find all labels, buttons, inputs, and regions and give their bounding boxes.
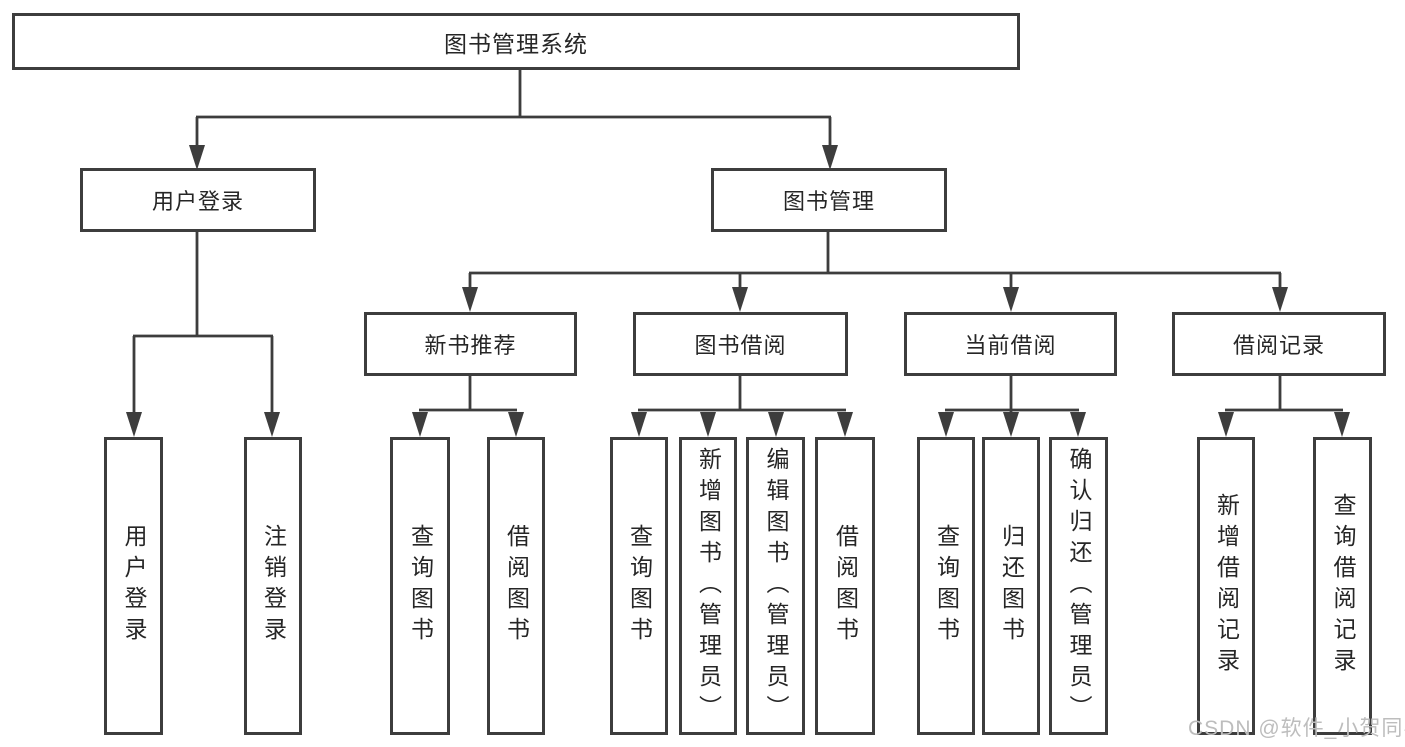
- leaf-logout: 注销登录: [244, 437, 302, 735]
- node-label: 图书管理: [782, 189, 875, 214]
- csdn-watermark: CSDN @软件_小贺同学: [1188, 717, 1405, 740]
- node-label: 新书推荐: [424, 333, 517, 358]
- leaf-label: 借阅图书: [503, 524, 530, 648]
- leaf-label: 查询图书: [626, 524, 653, 648]
- leaf-label: 归还图书: [998, 524, 1025, 648]
- leaf-query-books-borrowing: 查询图书: [610, 437, 668, 735]
- leaf-label: 注销登录: [260, 524, 287, 648]
- node-library-management-system: 图书管理系统: [12, 13, 1020, 70]
- leaf-label: 查询图书: [933, 524, 960, 648]
- leaf-label: 新增图书（管理员）: [695, 446, 722, 726]
- leaf-add-borrow-record: 新增借阅记录: [1197, 437, 1255, 735]
- node-book-borrowing: 图书借阅: [633, 312, 848, 376]
- node-label: 图书借阅: [694, 333, 787, 358]
- leaf-label: 用户登录: [121, 524, 147, 648]
- leaf-return-book: 归还图书: [982, 437, 1040, 735]
- leaf-confirm-return-admin: 确认归还（管理员）: [1049, 437, 1108, 735]
- node-label: 用户登录: [151, 189, 244, 214]
- node-borrowing-records: 借阅记录: [1172, 312, 1386, 376]
- leaf-query-books-recommend: 查询图书: [390, 437, 450, 735]
- node-label: 当前借阅: [964, 333, 1057, 358]
- node-label: 图书管理系统: [444, 30, 588, 57]
- node-label: 借阅记录: [1232, 333, 1325, 358]
- leaf-label: 确认归还（管理员）: [1066, 446, 1092, 726]
- node-book-management: 图书管理: [711, 168, 947, 232]
- leaf-borrow-books-recommend: 借阅图书: [487, 437, 545, 735]
- leaf-user-login: 用户登录: [104, 437, 163, 735]
- node-current-borrowing: 当前借阅: [904, 312, 1117, 376]
- node-user-login: 用户登录: [80, 168, 316, 232]
- leaf-label: 查询借阅记录: [1330, 493, 1356, 679]
- leaf-add-book-admin: 新增图书（管理员）: [679, 437, 737, 735]
- leaf-borrow-books-borrowing: 借阅图书: [815, 437, 875, 735]
- leaf-label: 借阅图书: [832, 524, 859, 648]
- leaf-label: 编辑图书（管理员）: [763, 446, 789, 726]
- leaf-query-borrow-record: 查询借阅记录: [1313, 437, 1372, 735]
- leaf-label: 查询图书: [407, 524, 434, 648]
- leaf-query-books-current: 查询图书: [917, 437, 975, 735]
- leaf-edit-book-admin: 编辑图书（管理员）: [746, 437, 805, 735]
- leaf-label: 新增借阅记录: [1213, 493, 1240, 679]
- node-new-book-recommendation: 新书推荐: [364, 312, 577, 376]
